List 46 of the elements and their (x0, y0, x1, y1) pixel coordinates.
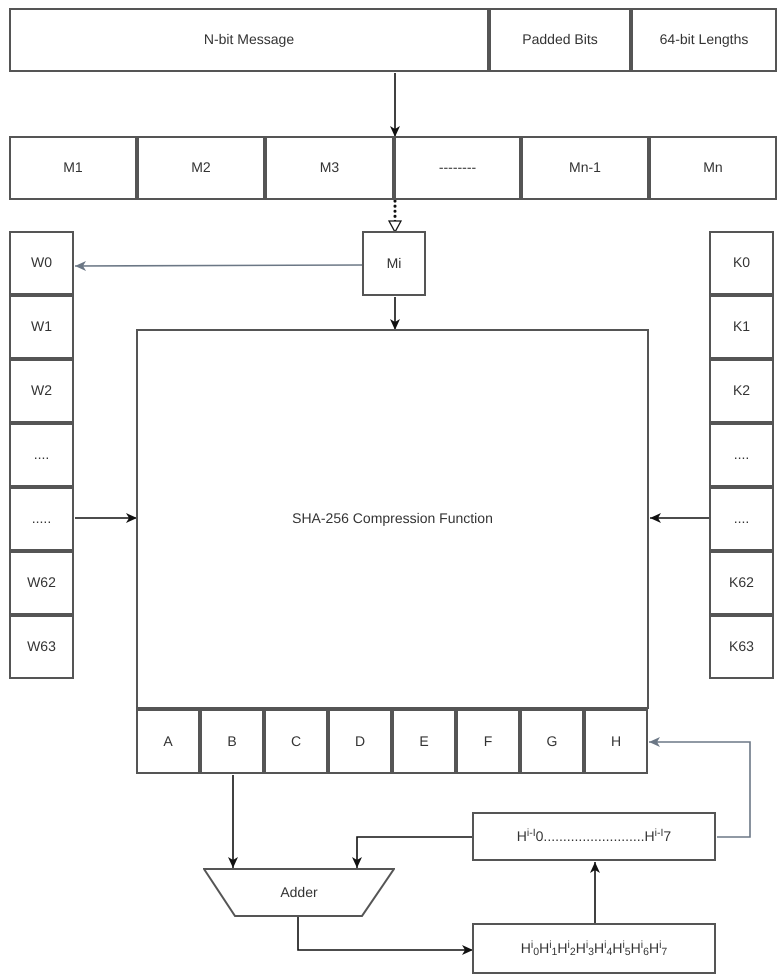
message-segment: 64-bit Lengths (631, 8, 777, 72)
message-segment: N-bit Message (9, 8, 489, 72)
word-cell: W1 (9, 295, 74, 359)
message-block-box: Mi (362, 231, 426, 296)
block-cell: M3 (265, 136, 394, 200)
register-cell: H (584, 709, 648, 774)
adder-trapezoid: Adder (203, 868, 395, 917)
register-cell: D (328, 709, 392, 774)
register-cell: B (200, 709, 264, 774)
constant-cell: K0 (709, 231, 774, 295)
constant-cell: K1 (709, 295, 774, 359)
constant-cell: .... (709, 423, 774, 487)
constant-cell: .... (709, 487, 774, 551)
register-cell: G (520, 709, 584, 774)
word-cell: W0 (9, 231, 74, 295)
arrow (352, 836, 473, 868)
constant-cell: K62 (709, 551, 774, 615)
arrow (388, 200, 402, 234)
block-cell: M1 (9, 136, 137, 200)
arrow (590, 862, 600, 924)
word-cell: .... (9, 423, 74, 487)
arrow (75, 513, 137, 523)
register-cell: E (392, 709, 456, 774)
register-cell: C (264, 709, 328, 774)
message-segment: Padded Bits (489, 8, 631, 72)
arrow (228, 775, 238, 868)
compression-function-box: SHA-256 Compression Function (136, 329, 649, 709)
word-cell: ..... (9, 487, 74, 551)
arrow (649, 737, 751, 838)
block-cell: M2 (137, 136, 265, 200)
arrow (390, 297, 400, 330)
constant-cell: K2 (709, 359, 774, 423)
register-cell: F (456, 709, 520, 774)
register-cell: A (136, 709, 200, 774)
word-cell: W62 (9, 551, 74, 615)
block-cell: Mn (649, 136, 777, 200)
word-cell: W2 (9, 359, 74, 423)
constant-cell: K63 (709, 615, 774, 679)
arrow (297, 917, 473, 955)
hash-register-box: H$^{i-I}$0..........................H$^{i-I}$7 (472, 812, 716, 861)
arrow (390, 73, 400, 137)
arrow (75, 260, 363, 271)
block-cell: Mn-1 (521, 136, 649, 200)
arrow (650, 513, 710, 523)
block-cell: -------- (394, 136, 521, 200)
word-cell: W63 (9, 615, 74, 679)
